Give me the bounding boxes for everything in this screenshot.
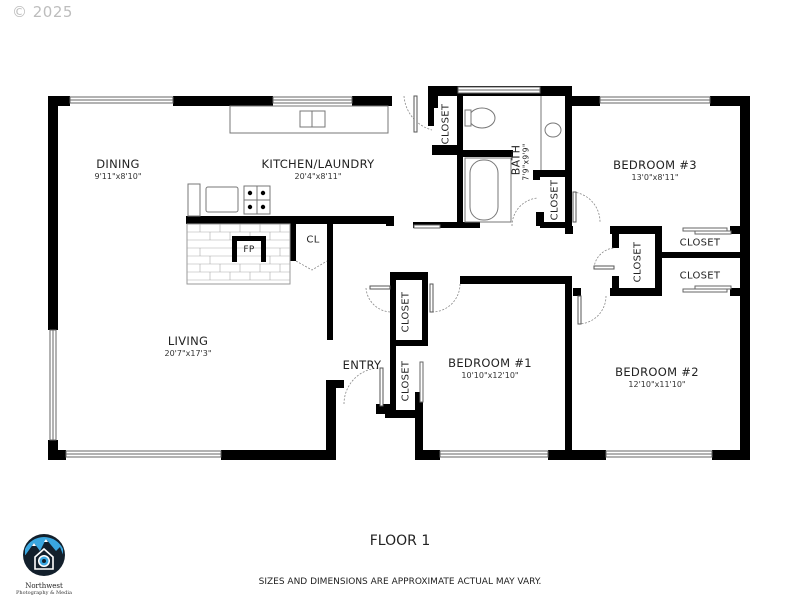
stove-burners <box>247 190 266 210</box>
room-bedroom-3: BEDROOM #3 13'0"x8'11" <box>613 158 697 182</box>
room-dimensions: 20'7"x17'3" <box>164 349 212 358</box>
room-name: BEDROOM #3 <box>613 158 697 172</box>
closet-label-hall: CLOSET <box>632 241 644 283</box>
door-leaves <box>369 95 615 407</box>
room-name: KITCHEN/LAUNDRY <box>261 157 375 171</box>
room-name: DINING <box>96 157 140 171</box>
room-bedroom-2: BEDROOM #2 12'10"x11'10" <box>615 365 699 389</box>
room-name: LIVING <box>167 334 209 348</box>
room-dimensions: 10'10"x12'10" <box>461 371 519 380</box>
logo-camera-mountain-icon <box>23 534 65 576</box>
closet-label-bedroom2: CLOSET <box>679 270 721 282</box>
fireplace-label: FP <box>243 245 255 255</box>
closet-label-bath: CLOSET <box>549 179 561 221</box>
room-dimensions: 9'11"x8'10" <box>94 172 142 181</box>
room-name: ENTRY <box>342 358 382 372</box>
room-name: BEDROOM #2 <box>615 365 699 379</box>
room-bath-dimensions: 7'9"x9'9" <box>521 143 531 181</box>
logo-name: Northwest <box>25 582 63 590</box>
room-kitchen-laundry: KITCHEN/LAUNDRY 20'4"x8'11" <box>262 157 375 181</box>
company-logo: Northwest Photography & Media <box>16 533 72 596</box>
room-dimensions: 13'0"x8'11" <box>631 173 679 182</box>
room-dimensions: 20'4"x8'11" <box>294 172 342 181</box>
closet-label-bedroom3: CLOSET <box>679 237 721 249</box>
fireplace-brick <box>186 223 291 285</box>
room-dining: DINING 9'11"x8'10" <box>94 157 141 181</box>
logo-subtitle: Photography & Media <box>16 590 72 596</box>
closet-label-kitchen: CLOSET <box>440 103 452 145</box>
floor-title: FLOOR 1 <box>369 533 431 549</box>
kitchen-fixtures <box>187 105 389 217</box>
room-bedroom-1: BEDROOM #1 10'10"x12'10" <box>448 356 532 380</box>
disclaimer-text: SIZES AND DIMENSIONS ARE APPROXIMATE ACT… <box>258 577 542 587</box>
closet-label-cl: CL <box>306 234 320 246</box>
bath-fixtures <box>464 96 562 223</box>
windows <box>49 86 732 458</box>
copyright-text: © 2025 <box>12 3 73 21</box>
closet-label-entry-upper: CLOSET <box>400 291 412 333</box>
closet-label-entry-lower: CLOSET <box>400 360 412 402</box>
room-dimensions: 12'10"x11'10" <box>628 380 686 389</box>
room-name: BEDROOM #1 <box>448 356 532 370</box>
door-swings <box>295 95 615 405</box>
room-living: LIVING 20'7"x17'3" <box>164 334 211 358</box>
room-entry: ENTRY <box>343 358 382 372</box>
walls <box>48 86 750 460</box>
